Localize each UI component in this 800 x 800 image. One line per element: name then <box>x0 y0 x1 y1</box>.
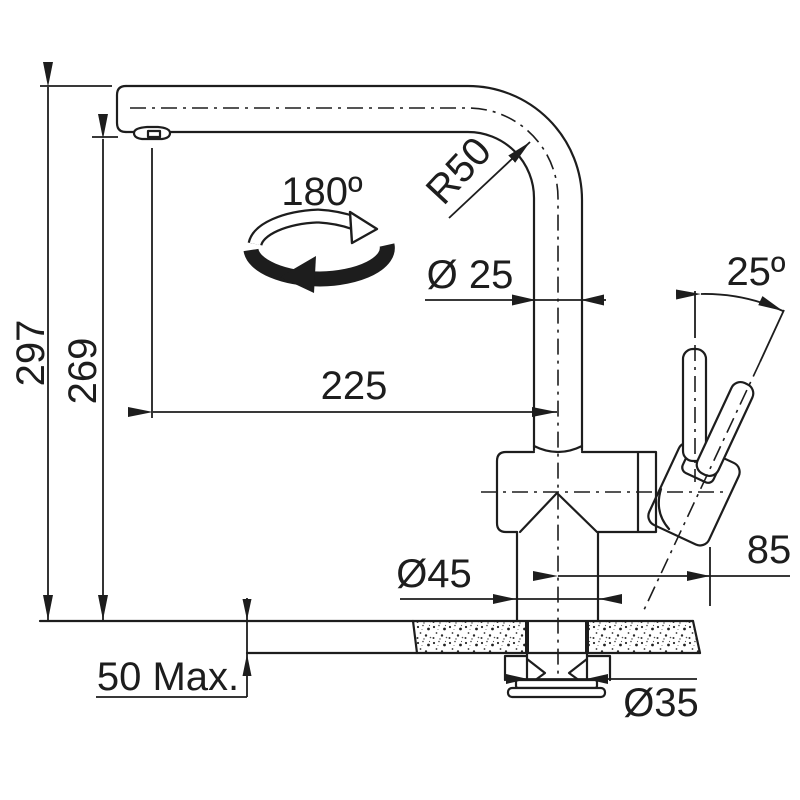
dimension-annotations <box>40 62 790 698</box>
dim-bend-radius <box>448 141 531 219</box>
lever-tilted-centerline <box>642 361 761 613</box>
faucet-outline <box>115 84 671 623</box>
body-underside-taper <box>518 491 599 534</box>
rotation-arrowhead-solid <box>280 256 316 293</box>
label-lever-offset: 85 <box>747 528 792 572</box>
body-right-section <box>580 450 658 534</box>
label-body-diameter: Ø45 <box>396 552 472 596</box>
fixing-washer <box>514 678 599 690</box>
mounting-hole-edges <box>525 621 589 653</box>
centerlines <box>130 107 761 696</box>
threaded-shank <box>525 651 589 683</box>
dimension-labels: 297 269 225 180º R50 Ø 25 25º 85 Ø45 Ø35… <box>9 129 791 725</box>
deck-break-edges <box>411 619 702 655</box>
spout-end-cap <box>115 84 128 134</box>
countertop-right-slab <box>587 621 700 653</box>
rotation-180-icon <box>243 208 395 293</box>
label-deck-thickness: 50 Max. <box>97 655 239 699</box>
dim-total-height <box>40 62 112 620</box>
countertop <box>38 619 702 655</box>
dim-spout-tube-diameter <box>425 294 606 306</box>
label-bend-radius: R50 <box>418 129 500 213</box>
clamp-bracket <box>503 654 612 682</box>
label-spout-tube-diameter: Ø 25 <box>427 253 514 297</box>
dim-hole-diameter <box>506 674 697 684</box>
body-left-cap <box>495 450 536 534</box>
countertop-left-slab <box>413 621 527 653</box>
dim-spout-reach <box>128 148 557 418</box>
dim-spout-height <box>92 114 118 620</box>
riser-body-joint <box>532 444 584 454</box>
clamp-wedges <box>525 657 589 683</box>
label-total-height: 297 <box>9 320 53 387</box>
main-axis-centerline <box>130 107 559 696</box>
faucet-lever-tilted-phantom <box>695 381 755 477</box>
label-spout-reach: 225 <box>321 364 388 408</box>
spout-outer-edge <box>124 84 584 452</box>
dim-deck-thickness <box>96 598 252 698</box>
mounting-hardware <box>503 651 612 699</box>
fixing-nut <box>506 686 607 699</box>
label-swivel-angle: 180º <box>281 170 363 214</box>
label-lever-tilt-angle: 25º <box>726 250 785 294</box>
dim-lever-offset <box>533 547 790 606</box>
aerator-nozzle <box>146 129 162 139</box>
dim-body-diameter <box>400 594 622 604</box>
label-hole-diameter: Ø35 <box>623 681 699 725</box>
dim-lever-angle <box>675 289 785 363</box>
label-spout-height: 269 <box>61 338 105 405</box>
rotation-arrowhead-outline <box>348 210 379 245</box>
